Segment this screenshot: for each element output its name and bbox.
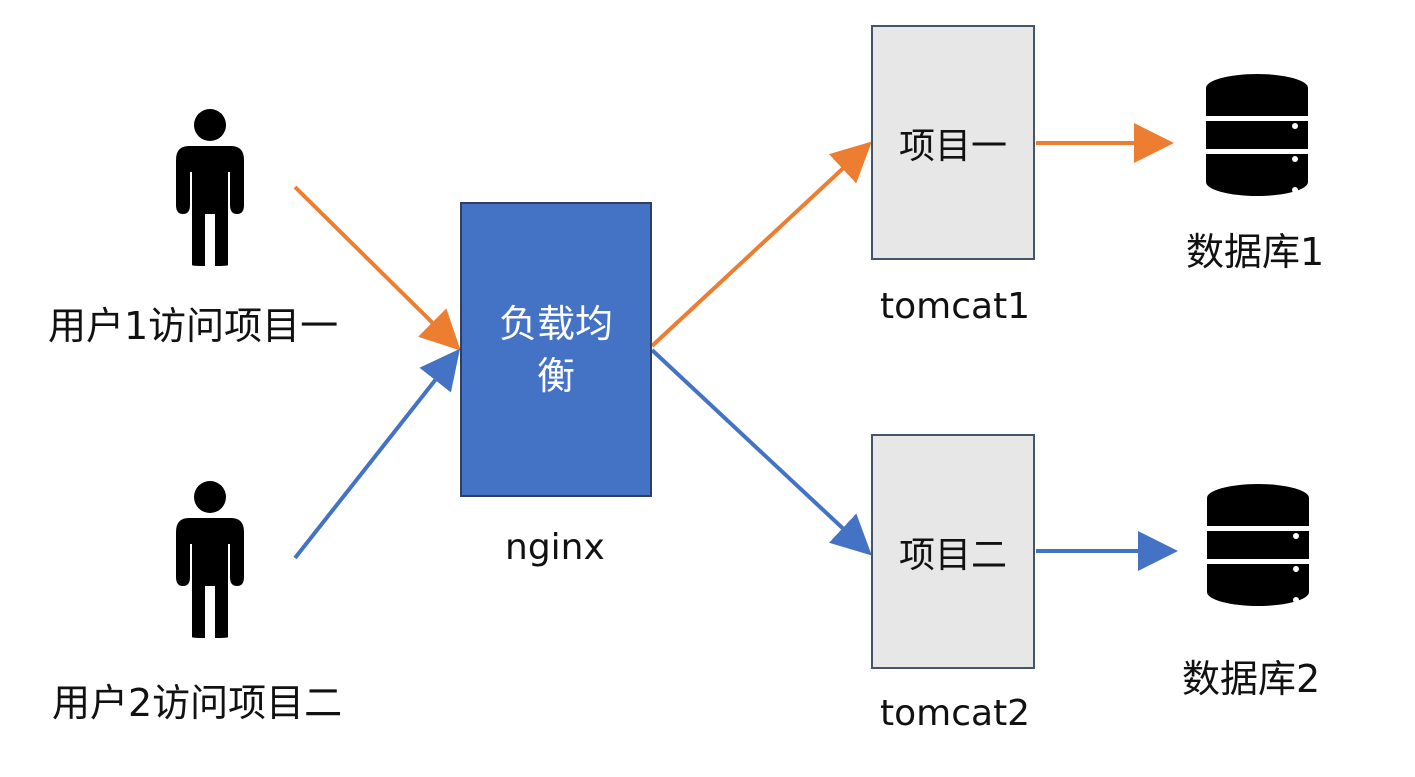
project2-label: 项目二: [898, 534, 1007, 576]
database-icon: [1206, 74, 1308, 196]
arrow-load-balancer-to-project2: [650, 348, 872, 556]
database-icon: [1207, 484, 1309, 606]
load-balancer-box: 负载均衡: [460, 202, 652, 497]
project1-box: 项目一: [871, 25, 1035, 260]
arrow-user2-to-load-balancer: [293, 348, 460, 560]
person-icon: [176, 481, 244, 638]
user1-label: 用户1访问项目一: [48, 304, 339, 348]
database2-label: 数据库2: [1182, 657, 1321, 701]
tomcat1-caption: tomcat1: [880, 286, 1031, 327]
arrow-user1-to-load-balancer: [293, 185, 461, 351]
arrow-load-balancer-to-project1: [650, 141, 872, 348]
user2-label: 用户2访问项目二: [52, 681, 343, 725]
project1-label: 项目一: [898, 125, 1007, 167]
tomcat2-caption: tomcat2: [880, 693, 1031, 734]
nginx-caption: nginx: [505, 527, 605, 568]
person-icon: [176, 109, 244, 266]
project2-box: 项目二: [871, 434, 1035, 669]
load-balancer-label: 负载均衡: [498, 301, 613, 398]
database1-label: 数据库1: [1186, 230, 1325, 274]
